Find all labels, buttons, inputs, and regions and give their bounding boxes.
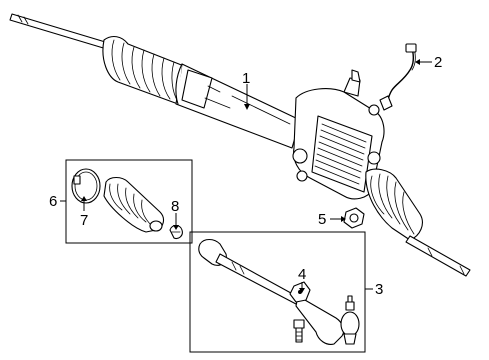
- wire-harness: [379, 43, 417, 111]
- eps-motor-unit: [292, 69, 385, 200]
- steering-rack-assembly: [9, 13, 471, 277]
- callout-2: 2: [434, 54, 442, 71]
- leader-5-arrow: [341, 216, 346, 222]
- jam-nut: [289, 281, 311, 303]
- outer-tie-rod-end: [295, 295, 360, 345]
- leader-lines: [60, 59, 432, 293]
- replacement-boot: [103, 176, 165, 233]
- callout-7: 7: [80, 212, 88, 229]
- boot-clamp-ring: [71, 168, 101, 204]
- boot-clip: [169, 224, 183, 240]
- callout-8: 8: [171, 198, 179, 215]
- right-tie-rod-shaft: [405, 235, 471, 277]
- left-rack-boot: [102, 35, 185, 105]
- rack-housing-tube: [175, 63, 301, 149]
- leader-2-arrow: [415, 59, 420, 65]
- right-rack-boot: [365, 168, 423, 241]
- leader-1-arrow: [244, 104, 250, 110]
- callout-5: 5: [318, 211, 326, 228]
- leader-8-arrow: [173, 225, 179, 230]
- callout-1: 1: [242, 70, 250, 87]
- leader-4-arrow: [299, 288, 305, 293]
- inner-tie-rod: [198, 238, 301, 305]
- callout-6: 6: [49, 193, 57, 210]
- mounting-bolt: [293, 319, 305, 343]
- flange-nut: [343, 207, 365, 229]
- boot-kit-box: [65, 159, 193, 244]
- left-tie-rod-shaft: [9, 13, 113, 51]
- tie-rod-end-box: [189, 231, 366, 353]
- callout-3: 3: [375, 281, 383, 298]
- leader-7-arrow: [81, 196, 87, 201]
- callout-4: 4: [298, 266, 306, 283]
- callout-labels: 1 2 3 4 5 6 7 8: [49, 54, 442, 298]
